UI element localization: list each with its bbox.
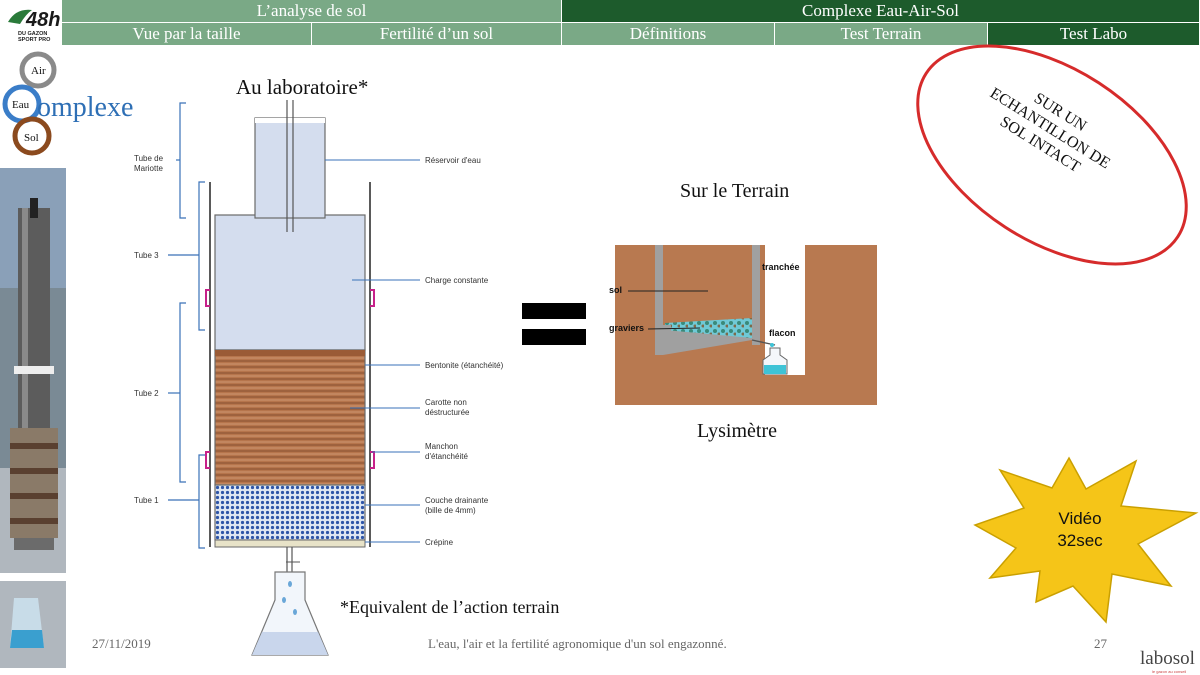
terrain-title: Sur le Terrain	[680, 180, 790, 202]
label-bentonite: Bentonite (étanchéité)	[425, 361, 504, 370]
nav-tab-definitions[interactable]: Définitions	[562, 23, 775, 45]
logo-line2: SPORT PRO	[18, 37, 51, 43]
labosol-logo: labosol	[1140, 648, 1195, 669]
label-sol: sol	[609, 285, 623, 295]
complexe-word: omplexe	[37, 92, 134, 123]
video-badge[interactable]: Vidéo 32sec	[1057, 509, 1103, 550]
label-manchon: Manchon d'étanchéité	[425, 442, 468, 461]
video-starburst	[973, 456, 1199, 624]
red-oval	[916, 44, 1188, 266]
equals-bar-top	[522, 303, 586, 319]
lab-apparatus-photo	[0, 168, 66, 668]
page-number: 27	[1094, 636, 1107, 651]
nav-tab-test-terrain[interactable]: Test Terrain	[775, 23, 988, 45]
lysimeter-diagram	[615, 245, 877, 405]
label-tranchee: tranchée	[762, 262, 800, 272]
lab-title: Au laboratoire*	[236, 75, 369, 99]
logo-48h-text: 48h	[25, 9, 60, 31]
label-tube-3: Tube 3	[134, 251, 159, 260]
nav-tab-fertilite[interactable]: Fertilité d’un sol	[312, 23, 562, 45]
label-tube-1: Tube 1	[134, 496, 159, 505]
nav-tab-analyse-de-sol[interactable]: L’analyse de sol	[62, 0, 562, 22]
carotte-core	[214, 349, 366, 486]
air-label: Air	[31, 65, 46, 77]
label-charge-constante: Charge constante	[425, 276, 489, 285]
nav-tab-test-labo[interactable]: Test Labo	[988, 23, 1200, 45]
label-crepine: Crépine	[425, 538, 454, 547]
equals-bar-bottom	[522, 329, 586, 345]
label-reservoir: Réservoir d'eau	[425, 156, 481, 165]
footer-date: 27/11/2019	[92, 636, 151, 651]
right-leaders	[325, 159, 420, 543]
complexe-logo: Air Eau Sol	[0, 46, 160, 166]
labosol-tagline: le gazon au conseil	[1152, 669, 1187, 674]
nav-row-subsections: Vue par la taille Fertilité d’un sol Déf…	[62, 23, 1200, 45]
tube-3-water	[214, 214, 366, 351]
label-graviers: graviers	[609, 323, 645, 333]
manchon-top	[205, 289, 375, 307]
label-flacon: flacon	[769, 328, 796, 338]
sol-circle-icon	[12, 116, 52, 156]
sol-label: Sol	[24, 132, 39, 144]
nav-tab-complexe-eau-air-sol[interactable]: Complexe Eau-Air-Sol	[562, 0, 1200, 22]
label-tube-de-mariotte: Tube de Mariotte	[134, 154, 164, 173]
nav-tab-vue-par-la-taille[interactable]: Vue par la taille	[62, 23, 312, 45]
footer-title: L'eau, l'air et la fertilité agronomique…	[428, 636, 727, 651]
top-navigation: L’analyse de sol Complexe Eau-Air-Sol Vu…	[62, 0, 1200, 45]
48h-logo: 48h DU GAZON SPORT PRO	[6, 4, 60, 44]
nav-row-sections: L’analyse de sol Complexe Eau-Air-Sol	[62, 0, 1200, 22]
label-carotte: Carotte non déstructurée	[425, 398, 470, 417]
eau-label: Eau	[12, 99, 30, 111]
gravel-layer	[665, 318, 752, 338]
left-brackets	[168, 102, 205, 549]
drainage-layer	[214, 484, 366, 541]
lab-column	[205, 100, 375, 656]
label-couche-drainante: Couche drainante (bille de 4mm)	[425, 496, 489, 515]
lysimetre-caption: Lysimètre	[697, 420, 777, 442]
crepine-layer	[214, 539, 366, 548]
mariotte-reservoir	[254, 117, 326, 219]
lab-footnote: *Equivalent de l’action terrain	[340, 597, 560, 617]
logo-line1: DU GAZON	[18, 31, 47, 37]
label-tube-2: Tube 2	[134, 389, 159, 398]
air-circle-icon	[19, 51, 57, 89]
bentonite-layer	[215, 350, 365, 356]
